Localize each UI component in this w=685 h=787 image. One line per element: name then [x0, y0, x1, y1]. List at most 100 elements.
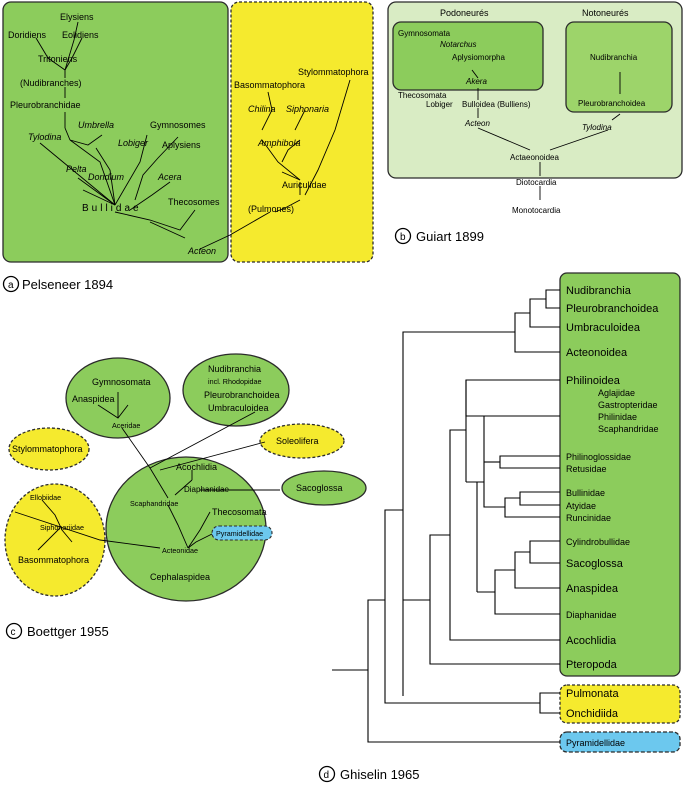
node-a-siphonaria: Siphonaria — [286, 104, 329, 114]
node-a-doridiens: Doridiens — [8, 30, 47, 40]
panel-c-nudibranchia-blob — [182, 353, 290, 427]
node-c-umbraculoidea: Umbraculoidea — [208, 403, 269, 413]
panel-d-green-box — [559, 272, 681, 677]
node-c-sacoglossa: Sacoglossa — [296, 483, 343, 493]
node-c-stylommatophora: Stylommatophora — [12, 444, 83, 454]
node-a-acera: Acera — [157, 172, 182, 182]
node-d-pyramidellidae: Pyramidellidae — [566, 738, 625, 748]
node-d-philinoidea: Philinoidea — [566, 375, 621, 387]
node-b-notarchus: Notarchus — [440, 40, 476, 49]
panel-c-caption: Boettger 1955 — [27, 624, 109, 639]
node-d-diaphanidae: Diaphanidae — [566, 610, 617, 620]
panel-c-sacoglossa-blob — [281, 470, 367, 506]
node-c-siphonariidae: Siphonariidae — [40, 523, 84, 532]
panel-d-letter-circle — [318, 765, 336, 783]
node-b-thecosomata: Thecosomata — [398, 91, 447, 100]
node-b-podoneures: Podoneurés — [440, 8, 489, 18]
node-c-anaspidea: Anaspidea — [72, 394, 115, 404]
node-a-chilina: Chilina — [248, 104, 276, 114]
node-c-scaphandridae: Scaphandridae — [130, 499, 178, 508]
node-a-pleurobranchidae: Pleurobranchidae — [10, 100, 81, 110]
node-d-acochlidia: Acochlidia — [566, 635, 617, 647]
panel-b-notoneures-box — [565, 21, 673, 113]
panel-c-basommatophora-blob — [4, 483, 106, 597]
node-d-bullinidae: Bullinidae — [566, 488, 605, 498]
panel-b-caption: Guiart 1899 — [416, 229, 484, 244]
panel-b: Podoneurés Notoneurés Gymnosomata Notarc… — [387, 1, 683, 245]
node-c-ellobiidae: Ellobiidae — [30, 493, 61, 502]
node-b-nudibranchia: Nudibranchia — [590, 53, 638, 62]
node-b-aplysiomorpha: Aplysiomorpha — [452, 53, 505, 62]
node-c-pleurobranchoidea: Pleurobranchoidea — [204, 390, 280, 400]
node-d-anaspidea: Anaspidea — [566, 583, 619, 595]
panel-a-letter-circle — [2, 275, 20, 293]
node-d-umbraculoidea: Umbraculoidea — [566, 322, 641, 334]
node-a-gymnosomes: Gymnosomes — [150, 120, 206, 130]
node-d-sacoglossa: Sacoglossa — [566, 558, 624, 570]
node-d-cylindrobullidae: Cylindrobullidae — [566, 537, 630, 547]
panel-c-letter: c — [11, 627, 16, 638]
node-d-gastropteridae: Gastropteridae — [598, 400, 658, 410]
node-a-acteon: Acteon — [187, 246, 216, 256]
panel-c-pyramidellidae-box — [211, 525, 273, 541]
node-a-aplysiens: Aplysiens — [162, 140, 201, 150]
node-a-lobiger: Lobiger — [118, 138, 149, 148]
node-d-acteonoidea: Acteonoidea — [566, 347, 628, 359]
node-d-onchidiida: Onchidiida — [566, 708, 619, 720]
node-c-basommatophora: Basommatophora — [18, 555, 89, 565]
panel-a-green-box — [2, 1, 229, 263]
node-c-acochlidia: Acochlidia — [176, 462, 217, 472]
node-b-pleurobranchoidea: Pleurobranchoidea — [578, 99, 646, 108]
panel-b-letter: b — [400, 232, 406, 243]
panel-b-letter-circle — [394, 227, 412, 245]
panel-c-stylommatophora-blob — [8, 427, 90, 471]
node-b-bulloidea: Bulloidea (Bulliens) — [462, 100, 531, 109]
panel-d-tree — [332, 289, 560, 743]
node-d-nudibranchia: Nudibranchia — [566, 285, 632, 297]
panel-d-yellow-box — [559, 684, 681, 724]
node-d-scaphandridae: Scaphandridae — [598, 424, 659, 434]
panel-b-podoneures-box — [392, 21, 544, 91]
panel-d-caption: Ghiselin 1965 — [340, 767, 420, 782]
node-d-pteropoda: Pteropoda — [566, 659, 618, 671]
node-a-pelta: Pelta — [66, 164, 87, 174]
node-a-bullidae: Bullidae — [82, 203, 142, 214]
panel-a-branches — [35, 21, 351, 250]
node-b-notoneures: Notoneurés — [582, 8, 629, 18]
node-b-gymnosomata: Gymnosomata — [398, 29, 451, 38]
panel-a-caption: Pelseneer 1894 — [22, 277, 113, 292]
node-b-actaeonoidea: Actaeonoidea — [510, 153, 559, 162]
node-a-nudibranches: (Nudibranches) — [20, 78, 82, 88]
node-c-pyramidellidae: Pyramidellidae — [216, 529, 263, 538]
panel-b-branches — [471, 69, 621, 200]
node-c-gymnosomata: Gymnosomata — [92, 377, 151, 387]
node-b-monotocardia: Monotocardia — [512, 206, 561, 215]
node-c-diaphanidae: Diaphanidae — [184, 485, 229, 494]
node-b-acteon: Acteon — [464, 119, 490, 128]
node-d-philinoglossidae: Philinoglossidae — [566, 452, 631, 462]
node-d-runcinidae: Runcinidae — [566, 513, 611, 523]
panel-c-soleolifera-blob — [259, 423, 345, 459]
node-a-amphibola: Amphibola — [257, 138, 301, 148]
node-d-atyidae: Atyidae — [566, 501, 596, 511]
node-b-diotocardia: Diotocardia — [516, 178, 557, 187]
panel-a-letter: a — [8, 280, 14, 291]
node-a-tylodina: Tylodina — [28, 132, 61, 142]
panel-c: Gymnosomata Anaspidea Aceridae Nudibranc… — [4, 353, 367, 640]
panel-a-yellow-box — [230, 1, 374, 263]
node-a-basommatophora: Basommatophora — [234, 80, 305, 90]
node-c-rhodopidae: incl. Rhodopidae — [208, 377, 262, 386]
node-c-acteonidae: Acteonidae — [162, 546, 198, 555]
node-d-philinidae: Philinidae — [598, 412, 637, 422]
node-d-pleurobranchoidea: Pleurobranchoidea — [566, 303, 659, 315]
node-a-eolidiens: Eolidiens — [62, 30, 99, 40]
node-b-tylodina: Tylodina — [582, 123, 612, 132]
node-c-aceridae: Aceridae — [112, 421, 140, 430]
node-c-nudibranchia: Nudibranchia — [208, 364, 261, 374]
node-a-pulmones: (Pulmones) — [248, 204, 294, 214]
node-a-auriculidae: Auriculidae — [282, 180, 327, 190]
panel-c-branches — [14, 392, 280, 551]
node-b-akera: Akera — [465, 77, 487, 86]
node-c-soleolifera: Soleolifera — [276, 436, 319, 446]
